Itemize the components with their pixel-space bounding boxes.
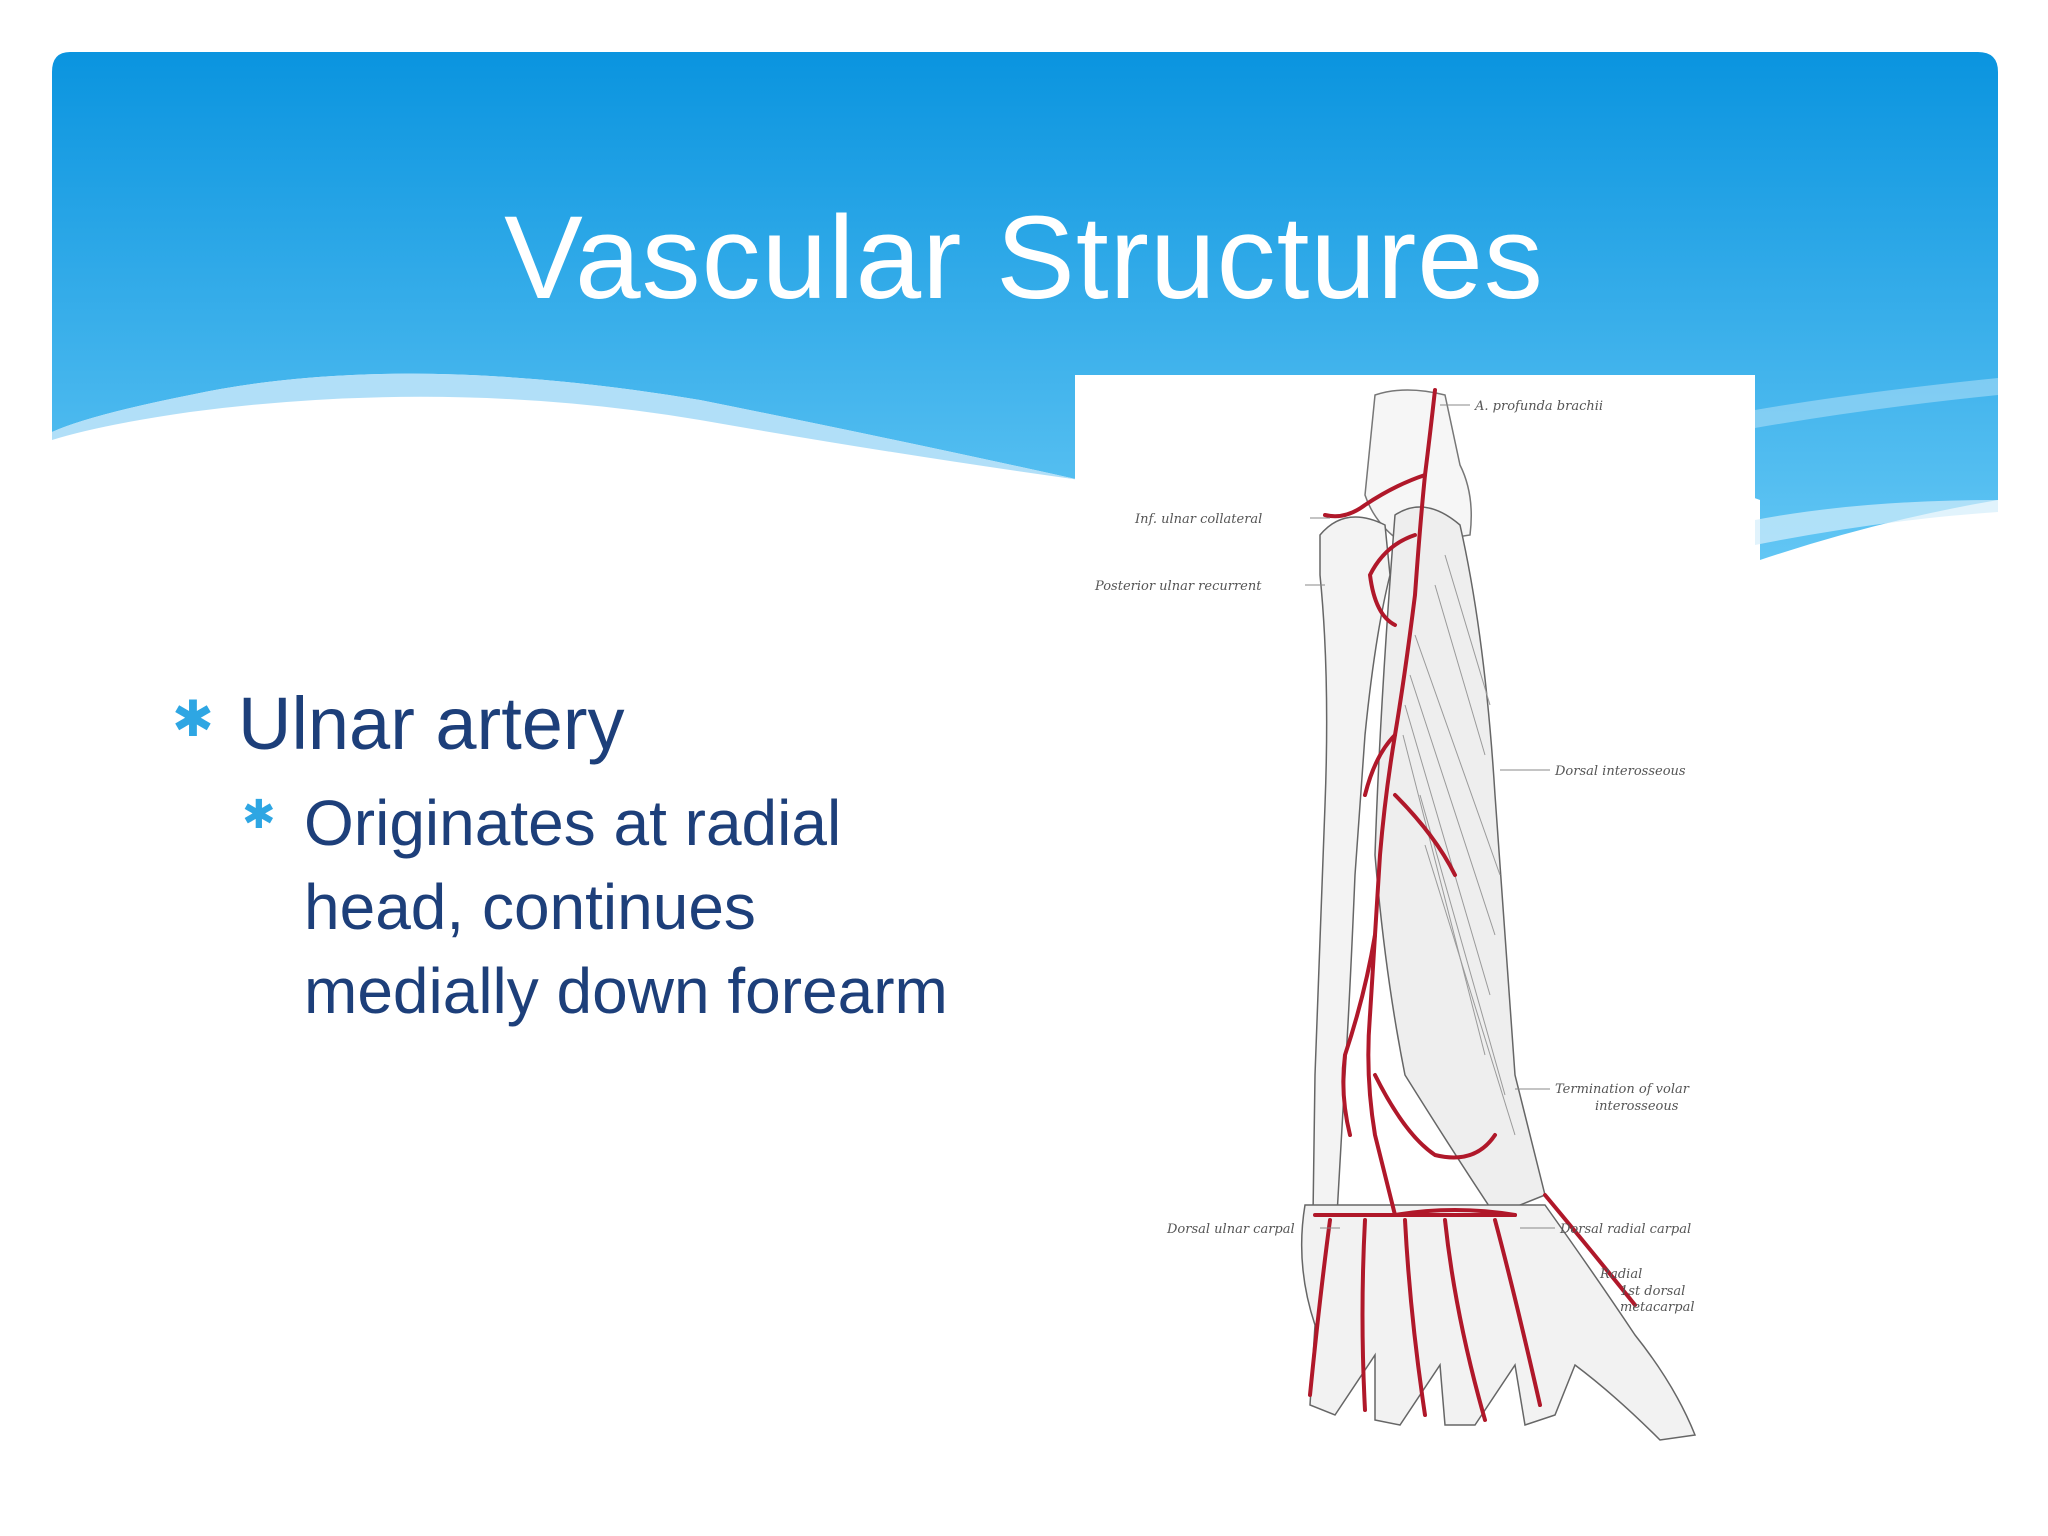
asterisk-bullet-icon: ✱ [172, 691, 214, 747]
label-radial: Radial [1599, 1267, 1642, 1282]
label-inf-ulnar: Inf. ulnar collateral [1134, 512, 1262, 527]
label-first-dorsal-2: metacarpal [1620, 1300, 1694, 1315]
label-termination-1: Termination of volar [1555, 1082, 1690, 1097]
sub-bullet-item: ✱ Originates at radial head, continues m… [170, 781, 1030, 1033]
bullet-text: Ulnar artery [238, 682, 625, 765]
forearm-artery-illustration: A. profunda brachii Inf. ulnar collatera… [1075, 375, 1755, 1465]
label-dorsal-interosseous: Dorsal interosseous [1554, 764, 1686, 779]
label-dorsal-ulnar-carpal: Dorsal ulnar carpal [1166, 1222, 1295, 1237]
bullet-item: ✱ Ulnar artery [170, 680, 1030, 769]
slide-title: Vascular Structures [504, 192, 1544, 324]
label-first-dorsal-1: 1st dorsal [1620, 1284, 1685, 1299]
sub-bullet-line: medially down forearm [304, 954, 948, 1027]
label-post-ulnar: Posterior ulnar recurrent [1094, 579, 1262, 594]
label-dorsal-radial-carpal: Dorsal radial carpal [1559, 1222, 1691, 1237]
sub-bullet-text: Originates at radial head, continues med… [304, 781, 1030, 1033]
sub-bullet-line: head, continues [304, 870, 756, 943]
asterisk-bullet-icon: ✱ [242, 792, 276, 837]
bullet-list: ✱ Ulnar artery ✱ Originates at radial he… [170, 680, 1030, 1033]
label-termination-2: interosseous [1595, 1099, 1679, 1114]
sub-bullet-line: Originates at radial [304, 786, 842, 859]
label-profunda: A. profunda brachii [1474, 399, 1603, 414]
